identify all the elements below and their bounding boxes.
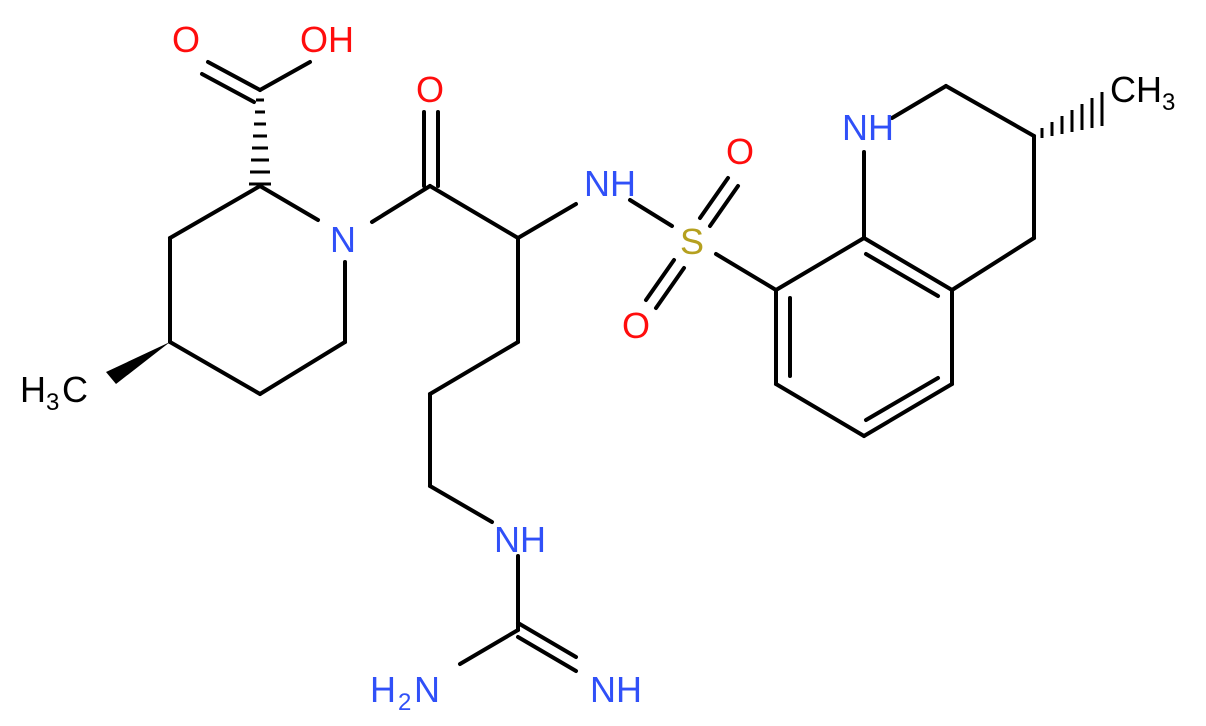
bond-n1-c2 [890,84,948,120]
ch3-right-main: CH [1110,69,1162,110]
atom-nh-imine: NH [590,669,642,710]
bond-c2-c3r [944,84,1036,138]
bonds [106,60,1104,673]
atom-o-s-bottom: O [622,305,650,346]
bond-cguan-nh-1 [516,621,578,659]
bond-chain-4 [428,484,494,524]
atom-nh-sulfonamide: NH [584,163,636,204]
ch3-left-sub: 3 [46,389,59,416]
atom-oh: OH [300,19,354,60]
bond-c6-c7 [774,382,866,438]
atom-o-carboxyl: O [172,19,200,60]
bond-s-o-top-2 [708,184,740,228]
atom-o-amide: O [416,69,444,110]
bond-c5-c6 [258,340,347,396]
bond-c4-c4a [950,236,1036,292]
bond-cguan-nh-2 [516,635,578,673]
bond-c8-c8a [774,236,866,292]
ch3-right-sub: 3 [1162,89,1175,116]
bond-c2-c3 [168,184,262,240]
atom-s: S [680,221,704,262]
ch3-left-h: H [20,369,46,410]
hashed-wedge-acid [249,98,271,186]
h2n-h: H [370,669,396,710]
ch3-left-c: C [62,369,88,410]
bond-chain-2 [428,340,520,396]
bond-s-c8 [714,252,778,292]
bond-calpha-nh [516,202,578,240]
atom-ch3-left: H 3 C [20,369,88,416]
atom-ch3-right: CH 3 [1110,69,1175,116]
bond-s-o-bot-1 [644,258,676,302]
bond-cooh-oh [258,60,312,92]
bond-cooh-co-1 [206,60,262,92]
atom-h2n: H 2 N [370,669,440,716]
atom-labels: O OH O N NH S O O NH CH 3 H 3 C NH H 2 N… [20,19,1175,716]
bond-c2-n [258,184,320,222]
bond-nh-s [628,198,674,228]
bond-n-amidec [370,184,432,224]
hashed-wedge-ring-methyl [1040,92,1104,138]
bond-s-o-top-1 [698,176,730,220]
h2n-sub: 2 [398,689,411,716]
bond-c8a-c4a-inner [864,252,940,298]
atom-nh-ring: NH [842,107,894,148]
atom-o-s-top: O [726,131,754,172]
bond-s-o-bot-2 [654,266,686,310]
bond-c4-c5 [168,340,262,396]
bold-wedge-methyl [106,342,170,384]
bond-cguan-nh2 [458,628,520,666]
atom-n-piperidine: N [330,219,356,260]
bond-c8a-c4a [862,236,954,292]
bond-amidec-calpha [428,184,520,240]
bond-cooh-co-2 [200,72,256,104]
bond-c5-c6-inner [864,376,940,422]
h2n-n: N [414,669,440,710]
atom-nh-guanidine: NH [494,519,546,560]
bond-c5-c6 [862,382,954,438]
